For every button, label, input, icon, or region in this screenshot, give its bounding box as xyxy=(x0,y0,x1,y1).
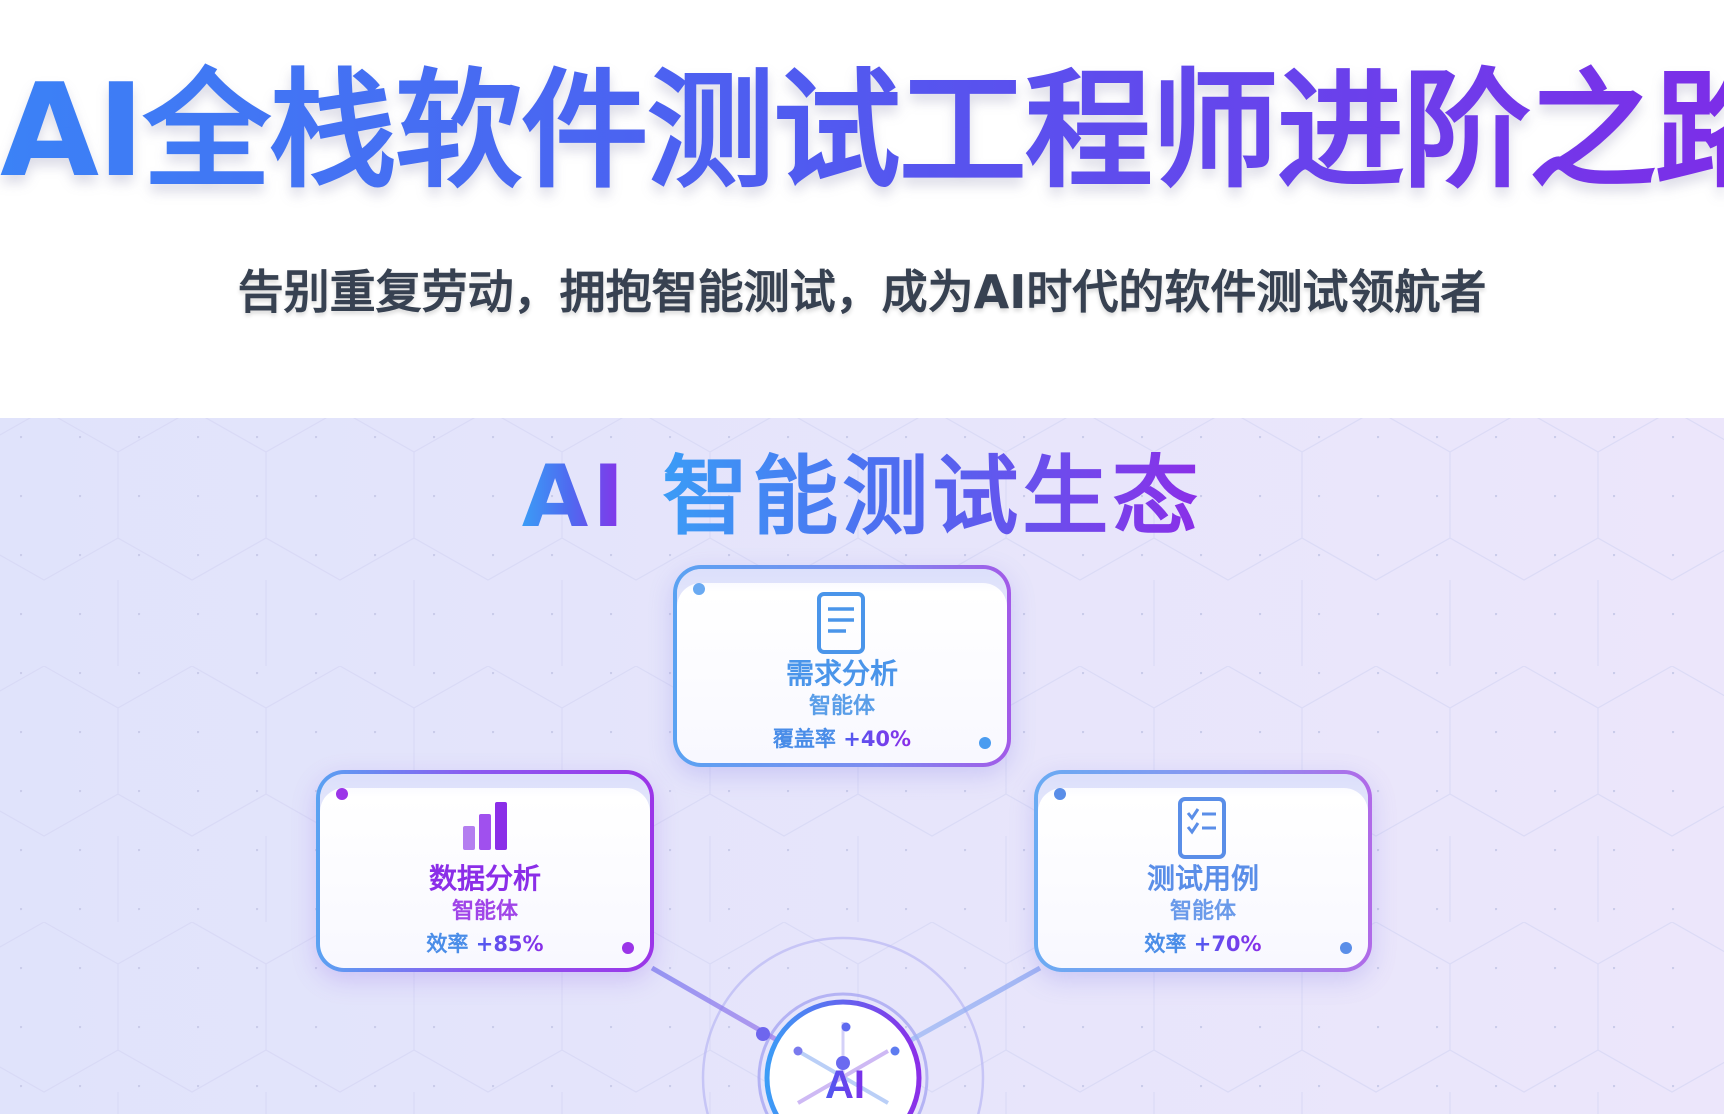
page-subtitle: 告别重复劳动，拥抱智能测试，成为AI时代的软件测试领航者 xyxy=(237,265,1487,319)
decorative-dot xyxy=(1340,942,1352,954)
card-metric: 效率 +70% xyxy=(1038,930,1368,958)
card-test-case-agent[interactable]: 测试用例 智能体 效率 +70% xyxy=(1034,770,1372,972)
page-title: AI全栈软件测试工程师进阶之路 xyxy=(0,57,1724,206)
card-metric: 覆盖率 +40% xyxy=(677,725,1007,753)
ecosystem-title-prefix: AI xyxy=(521,447,629,547)
card-metric: 效率 +85% xyxy=(320,930,650,958)
metric-label: 覆盖率 xyxy=(772,727,836,751)
card-subtitle: 智能体 xyxy=(1169,899,1236,924)
checklist-icon xyxy=(1178,797,1226,859)
ai-hub-label: AI xyxy=(825,1063,865,1107)
decorative-dot xyxy=(622,942,634,954)
document-icon xyxy=(817,592,865,654)
card-title: 需求分析 xyxy=(785,657,898,690)
card-data-analysis-agent[interactable]: 数据分析 智能体 效率 +85% xyxy=(316,770,654,972)
decorative-dot xyxy=(693,583,705,595)
metric-label: 效率 xyxy=(1144,932,1187,956)
card-title: 测试用例 xyxy=(1146,862,1259,895)
ecosystem-title-rest: 智能测试生态 xyxy=(662,447,1203,547)
card-subtitle: 智能体 xyxy=(808,694,875,719)
card-subtitle: 智能体 xyxy=(451,899,518,924)
card-title: 数据分析 xyxy=(428,862,541,895)
decorative-dot xyxy=(336,788,348,800)
metric-value: +70% xyxy=(1193,932,1262,956)
metric-value: +40% xyxy=(843,727,912,751)
bar-chart-icon xyxy=(463,802,507,850)
hero-section: AI全栈软件测试工程师进阶之路 告别重复劳动，拥抱智能测试，成为AI时代的软件测… xyxy=(0,0,1724,418)
decorative-dot xyxy=(1054,788,1066,800)
connection-lines: AI xyxy=(650,936,1042,1114)
metric-label: 效率 xyxy=(426,932,469,956)
metric-value: +85% xyxy=(475,932,544,956)
decorative-dot xyxy=(979,737,991,749)
ai-ecosystem-section: AI 智能测试生态 xyxy=(0,418,1724,1114)
ecosystem-title: AI 智能测试生态 xyxy=(0,442,1724,552)
card-requirements-agent[interactable]: 需求分析 智能体 覆盖率 +40% xyxy=(673,565,1011,767)
